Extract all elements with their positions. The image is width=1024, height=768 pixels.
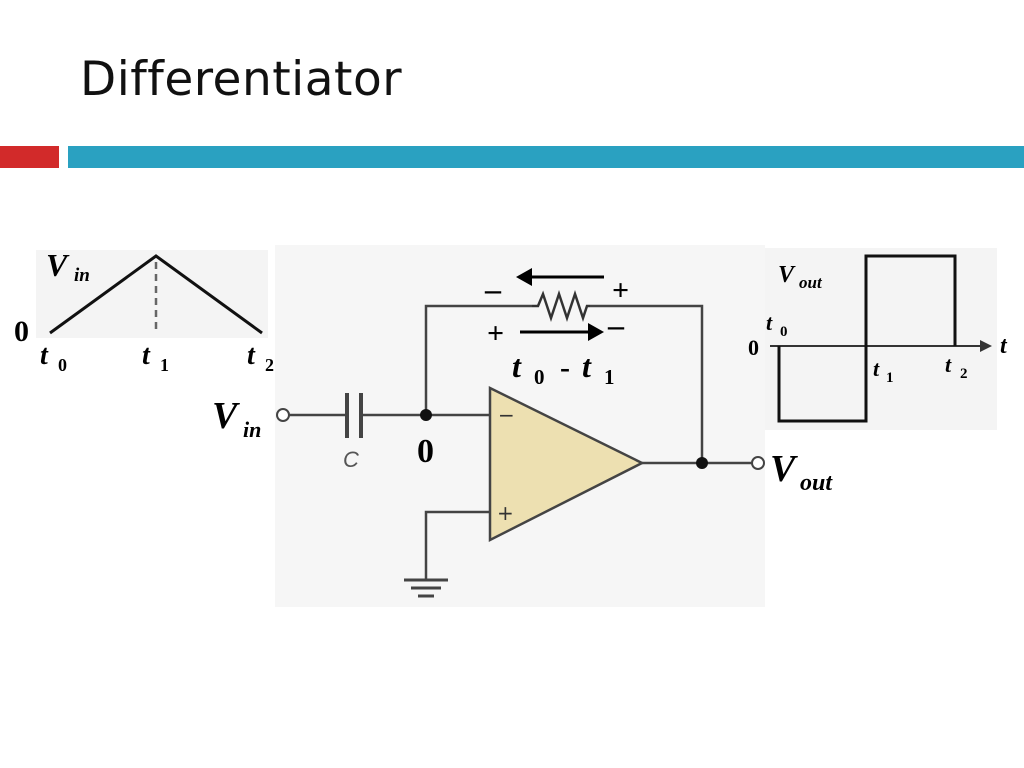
output-waveform: V out 0 t 0 t 1 t 2 t [748,254,1008,423]
input-waveform-panel [36,250,268,338]
output-t0-subscript: 0 [780,324,788,340]
output-axis-t-label: t [1000,333,1008,359]
title-accent-bar-red [0,146,59,168]
vin-subscript: in [243,417,261,442]
top-plus-sign: + [612,274,629,307]
output-zero-label: 0 [748,335,759,360]
interval-dash: - [560,351,570,384]
input-t2-label: t [247,340,256,371]
capacitor [345,393,363,438]
output-waveform-panel [765,248,997,430]
ground-symbol [404,578,448,598]
vout-wave-subscript: out [799,273,823,292]
feedback-resistor [532,290,590,322]
voltage-arrow-right [520,323,604,341]
bottom-plus-sign: + [487,317,504,350]
interval-t0-label: t [512,348,522,384]
title-accent-bar-blue [68,146,1024,168]
square-wave [777,254,957,423]
feedback-left-wire [424,304,532,415]
capacitor-label: C [343,447,359,472]
output-t2-label: t [945,352,952,377]
noninverting-input-sign: + [497,501,514,525]
virtual-ground-zero-label: 0 [417,433,434,470]
inverting-node-dot [420,409,432,421]
output-node-dot [696,457,708,469]
voltage-arrow-left [516,268,604,286]
interval-t1-subscript: 1 [604,365,615,389]
bottom-minus-sign: – [607,307,625,343]
feedback-right-wire [590,304,704,463]
noninverting-wire [424,510,490,580]
input-t2-subscript: 2 [265,355,274,375]
input-waveform: V in 0 t 0 t 1 t 2 [14,247,274,375]
input-t0-subscript: 0 [58,355,67,375]
interval-t0-subscript: 0 [534,365,545,389]
vin-wave-subscript: in [74,265,90,286]
vin-wave-label: V [46,247,70,283]
circuit: C − + – + + – t 0 - t 1 0 V [212,268,833,598]
op-amp [488,385,645,543]
inverting-input-sign: − [498,403,515,427]
vout-label: V [770,448,798,490]
output-t0-label: t [766,310,773,335]
output-t1-subscript: 1 [886,370,894,386]
triangle-wave [49,254,263,335]
output-t2-subscript: 2 [960,366,968,382]
input-zero-label: 0 [14,315,29,348]
output-t1-label: t [873,356,880,381]
vout-terminal [751,456,765,470]
vout-wave-label: V [778,262,796,288]
vin-label: V [212,395,240,437]
input-t1-label: t [142,340,151,371]
input-t1-subscript: 1 [160,355,169,375]
slide-title: Differentiator [80,52,403,107]
input-t0-label: t [40,340,49,371]
output-axis-arrow [980,340,992,352]
vout-subscript: out [800,470,833,496]
interval-t1-label: t [582,348,592,384]
vin-terminal [276,408,290,422]
top-minus-sign: – [484,271,502,307]
